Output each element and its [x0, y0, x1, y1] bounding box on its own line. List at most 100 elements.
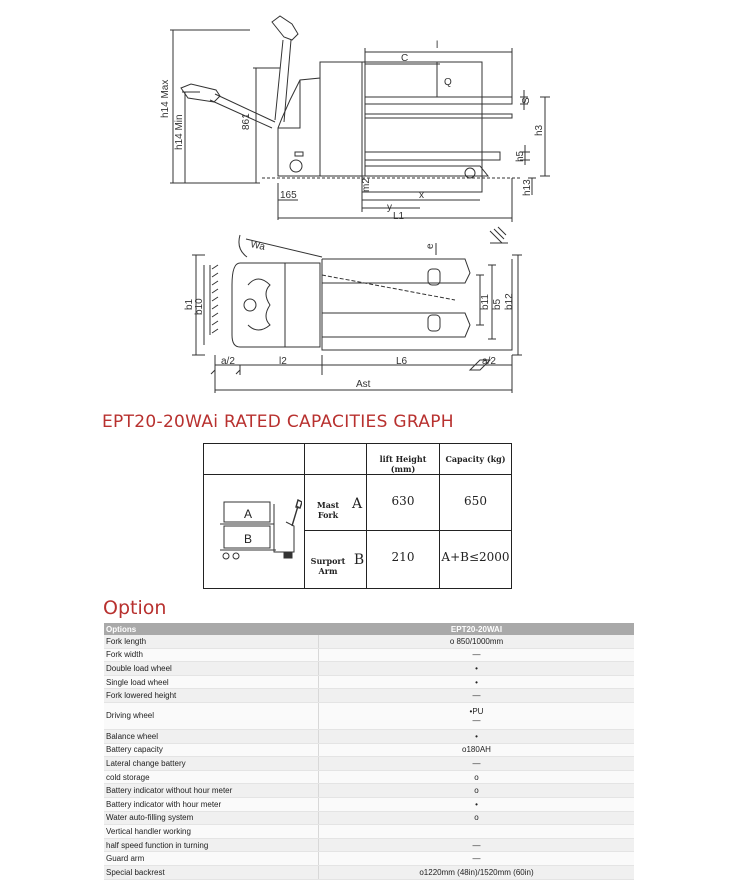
label-a2-right: a/2 [482, 356, 496, 367]
label-h14min: h14 Min [174, 114, 185, 150]
option-value: o [319, 784, 634, 797]
option-name: Guard arm [104, 852, 319, 865]
table-row: half speed function in turning— [104, 838, 634, 853]
table-row: Fork width — [104, 648, 634, 663]
label-165: 165 [280, 190, 297, 201]
label-861: 861 [241, 113, 252, 130]
option-value: •PU— [319, 703, 634, 729]
label-h3: h3 [534, 124, 545, 136]
label-b12: b12 [504, 293, 515, 310]
label-y: y [387, 202, 392, 213]
label-q: Q [444, 77, 452, 88]
header-options: Options [106, 624, 137, 634]
table-row: Water auto-filling system o [104, 811, 634, 826]
option-value-text: — [472, 691, 481, 701]
option-value-text: • [475, 799, 478, 809]
side-view-drawing: h14 Max h14 Min 861 l C Q S h3 h5 h13 m2… [160, 15, 550, 222]
table-row: Single load wheel • [104, 675, 634, 690]
option-value: o1220mm (48in)/1520mm (60in) [319, 866, 634, 879]
row-b-capacity: A+B≤2000 [441, 550, 510, 564]
table-row: Battery indicator without hour meter o [104, 784, 634, 798]
option-value-text: — [472, 758, 481, 768]
option-value-text: • [475, 677, 478, 687]
option-value: • [319, 730, 634, 743]
label-e: e [425, 243, 436, 249]
capacity-truck-illustration: A B [220, 498, 302, 560]
row-b-label: Surport Arm [310, 556, 346, 576]
label-b5: b5 [492, 298, 503, 310]
option-name: Battery capacity [104, 743, 319, 757]
option-name: Special backrest [104, 865, 319, 879]
table-row: Guard arm — [104, 852, 634, 866]
box-b-letter: B [244, 532, 252, 546]
col-capacity: Capacity (kg) [445, 454, 506, 464]
option-name: Fork width [104, 648, 319, 662]
label-l6: L6 [396, 356, 408, 367]
table-row: Fork length o 850/1000mm [104, 635, 634, 649]
option-value-text: o1220mm (48in)/1520mm (60in) [419, 867, 534, 877]
option-value: — [319, 839, 634, 852]
option-name: Double load wheel [104, 662, 319, 675]
option-name: Water auto-filling system [104, 811, 319, 825]
option-name: Fork lowered height [104, 689, 319, 702]
row-a-label: Mast Fork [316, 500, 340, 520]
option-value: o [319, 771, 634, 784]
label-h14max: h14 Max [160, 80, 171, 118]
option-name: Lateral change battery [104, 757, 319, 770]
table-row: Battery indicator with hour meter • [104, 797, 634, 812]
option-value: o 850/1000mm [319, 635, 634, 648]
label-h5: h5 [515, 150, 526, 162]
option-value: • [319, 662, 634, 675]
tiller-head-raised [271, 15, 299, 41]
header-model: EPT20-20WAI [450, 624, 503, 634]
label-l2: l2 [279, 356, 287, 367]
option-value [319, 825, 634, 838]
table-row: Fork lowered height — [104, 689, 634, 703]
option-value-text: o [474, 772, 479, 782]
option-name: Balance wheel [104, 729, 319, 743]
label-a2-left: a/2 [221, 356, 235, 367]
label-x: x [419, 190, 424, 201]
label-wa: Wa [249, 239, 266, 253]
row-a-height: 630 [391, 494, 415, 508]
option-name: Single load wheel [104, 675, 319, 689]
option-value-text: — [472, 854, 481, 864]
option-value: — [319, 689, 634, 702]
label-b10: b10 [194, 298, 205, 315]
table-row: Driving wheel•PU— [104, 702, 634, 730]
option-value: o [319, 812, 634, 825]
option-value: — [319, 649, 634, 662]
option-title: Option [103, 597, 167, 619]
option-value-text: — [472, 650, 481, 660]
table-row: Battery capacity o180AH [104, 743, 634, 758]
table-row: Lateral change battery — [104, 757, 634, 771]
option-value-text: o [474, 813, 479, 823]
table-row: Vertical handler working [104, 825, 634, 839]
option-name: half speed function in turning [104, 838, 319, 852]
label-ast: Ast [356, 379, 371, 390]
option-value-text: o 850/1000mm [449, 636, 504, 646]
option-value-text: o [474, 786, 479, 796]
option-name: Fork length [104, 635, 319, 648]
label-c: C [401, 53, 408, 64]
label-m2: m2 [361, 178, 372, 192]
option-name: Driving wheel [104, 702, 319, 729]
label-l: l [436, 40, 438, 51]
capacities-title: EPT20-20WAi RATED CAPACITIES GRAPH [102, 412, 454, 432]
options-header: Options EPT20-20WAI [104, 623, 634, 635]
option-name: Battery indicator without hour meter [104, 784, 319, 797]
option-value-text: o180AH [462, 745, 491, 755]
label-b11: b11 [480, 294, 491, 310]
option-value-text-2: — [472, 715, 481, 725]
option-value: o180AH [319, 744, 634, 757]
option-value: • [319, 798, 634, 811]
option-name: Battery indicator with hour meter [104, 797, 319, 811]
tiller-head-lowered [180, 83, 221, 103]
option-value-text: • [475, 731, 478, 741]
table-row: Special backrest o1220mm (48in)/1520mm (6… [104, 865, 634, 880]
table-row: Double load wheel• [104, 662, 634, 676]
row-b-height: 210 [391, 550, 415, 564]
row-a-letter: A [351, 496, 363, 512]
option-name: cold storage [104, 770, 319, 784]
